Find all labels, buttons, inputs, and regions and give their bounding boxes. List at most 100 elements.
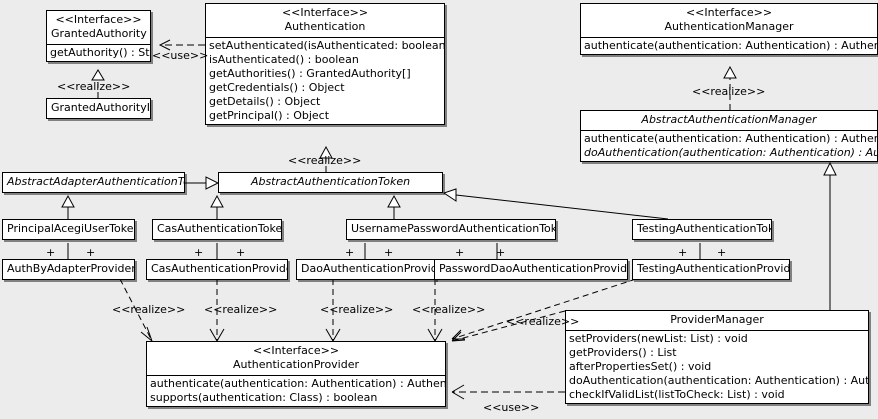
class-header: CasAuthenticationProvider xyxy=(147,260,287,279)
edge-label-use-grantedauthority: <<use>> xyxy=(152,49,209,62)
class-header: DaoAuthenticationProvider xyxy=(297,260,435,279)
class-name: AbstractAuthenticationManager xyxy=(641,113,817,126)
compartment-divider xyxy=(206,37,444,38)
class-authentication[interactable]: <<Interface>> Authentication setAuthenti… xyxy=(205,3,445,125)
class-abstract-adapter-authentication-token[interactable]: AbstractAdapterAuthenticationToken xyxy=(2,172,185,193)
edge-testingauthenticationtoken-extends-abstractauthenticationtoken xyxy=(442,188,669,220)
operations-compartment: authenticate(authentication: Authenticat… xyxy=(147,376,445,406)
edge-abstractadaptertoken-extends-abstractauthenticationtoken xyxy=(185,176,220,190)
edge-principalacegiusertoken-extends-abstractadaptertoken xyxy=(61,194,75,219)
class-password-dao-authentication-provider[interactable]: PasswordDaoAuthenticationProvider xyxy=(434,259,628,280)
operation: getProviders() : List xyxy=(569,346,677,359)
association-marker-visibility: + xyxy=(86,246,96,259)
class-header: AbstractAuthenticationManager xyxy=(581,111,877,130)
class-name: Authentication xyxy=(284,20,366,33)
class-header: ProviderManager xyxy=(566,311,868,330)
class-name: DaoAuthenticationProvider xyxy=(301,262,436,275)
class-header: TestingAuthenticationProvider xyxy=(633,260,789,279)
class-header: PrincipalAcegiUserToken xyxy=(3,220,134,239)
class-name: AbstractAuthenticationToken xyxy=(250,175,411,188)
class-name: AuthByAdapterProvider xyxy=(7,262,135,275)
operation: checkIfValidList(listToCheck: List) : vo… xyxy=(569,388,785,401)
class-header: AbstractAdapterAuthenticationToken xyxy=(3,173,184,192)
class-header: <<Interface>> AuthenticationProvider xyxy=(147,342,445,375)
compartment-divider xyxy=(147,375,445,376)
class-stereotype: <<Interface>> xyxy=(252,344,340,357)
class-username-password-authentication-token[interactable]: UsernamePasswordAuthenticationToken xyxy=(346,219,556,240)
class-stereotype: <<Interface>> xyxy=(281,6,369,19)
edge-label-use-providermanager: <<use>> xyxy=(483,401,540,414)
class-name: CasAuthenticationToken xyxy=(157,222,282,235)
operation: authenticate(authentication: Authenticat… xyxy=(584,39,877,52)
class-cas-authentication-provider[interactable]: CasAuthenticationProvider xyxy=(146,259,288,280)
association-marker-visibility: + xyxy=(345,246,355,259)
operation: getDetails() : Object xyxy=(209,95,321,108)
association-marker-visibility: + xyxy=(46,246,56,259)
operations-compartment: setProviders(newList: List) : void getPr… xyxy=(566,331,868,403)
operations-compartment: getAuthority() : String xyxy=(47,45,150,61)
class-header: GrantedAuthorityImpl xyxy=(47,99,150,118)
class-stereotype: <<Interface>> xyxy=(55,13,142,26)
class-authentication-manager[interactable]: <<Interface>> AuthenticationManager auth… xyxy=(580,3,878,55)
operations-compartment: setAuthenticated(isAuthenticated: boolea… xyxy=(206,38,444,124)
class-header: <<Interface>> AuthenticationManager xyxy=(581,4,877,37)
class-name: GrantedAuthority xyxy=(51,27,147,40)
class-name: PasswordDaoAuthenticationProvider xyxy=(439,262,628,275)
operations-compartment: authenticate(authentication: Authenticat… xyxy=(581,131,877,161)
class-abstract-authentication-manager[interactable]: AbstractAuthenticationManager authentica… xyxy=(580,110,878,162)
class-header: PasswordDaoAuthenticationProvider xyxy=(435,260,627,279)
operation: setAuthenticated(isAuthenticated: boolea… xyxy=(209,39,445,52)
association-marker-visibility: + xyxy=(236,246,246,259)
class-name: ProviderManager xyxy=(670,313,764,326)
class-name: GrantedAuthorityImpl xyxy=(51,101,150,114)
class-authentication-provider[interactable]: <<Interface>> AuthenticationProvider aut… xyxy=(146,341,446,407)
edge-label-realize-dao: <<realize>> xyxy=(320,303,394,316)
class-name: UsernamePasswordAuthenticationToken xyxy=(351,222,556,235)
class-abstract-authentication-token[interactable]: AbstractAuthenticationToken xyxy=(218,172,443,193)
association-marker-visibility: + xyxy=(717,246,727,259)
operation: doAuthentication(authentication: Authent… xyxy=(584,146,877,159)
class-name: CasAuthenticationProvider xyxy=(151,262,288,275)
edge-label-realize-grantedauthorityimpl: <<realize>> xyxy=(57,80,131,93)
compartment-divider xyxy=(47,44,150,45)
class-header: AbstractAuthenticationToken xyxy=(219,173,442,192)
class-cas-authentication-token[interactable]: CasAuthenticationToken xyxy=(152,219,282,240)
edge-providermanager-uses-authenticationprovider xyxy=(451,384,565,400)
operation: getAuthority() : String xyxy=(50,46,150,59)
association-marker-visibility: + xyxy=(455,246,465,259)
edge-label-realize-authbyadapter: <<realize>> xyxy=(112,303,186,316)
class-header: <<Interface>> Authentication xyxy=(206,4,444,37)
operation: doAuthentication(authentication: Authent… xyxy=(569,374,869,387)
class-auth-by-adapter-provider[interactable]: AuthByAdapterProvider xyxy=(2,259,135,280)
class-provider-manager[interactable]: ProviderManager setProviders(newList: Li… xyxy=(565,310,869,404)
edge-label-realize-cas: <<realize>> xyxy=(204,303,278,316)
class-granted-authority[interactable]: <<Interface>> GrantedAuthority getAuthor… xyxy=(46,10,151,62)
association-marker-visibility: + xyxy=(496,246,506,259)
class-name: TestingAuthenticationToken xyxy=(637,222,771,235)
compartment-divider xyxy=(581,130,877,131)
operation: authenticate(authentication: Authenticat… xyxy=(150,377,445,390)
edge-usernamepasswordtoken-extends-abstractauthenticationtoken xyxy=(387,194,401,219)
compartment-divider xyxy=(581,37,877,38)
class-testing-authentication-token[interactable]: TestingAuthenticationToken xyxy=(632,219,772,240)
operation: setProviders(newList: List) : void xyxy=(569,332,748,345)
class-header: CasAuthenticationToken xyxy=(153,220,281,239)
edge-label-realize-passworddao: <<realize>> xyxy=(412,303,486,316)
compartment-divider xyxy=(566,330,868,331)
class-testing-authentication-provider[interactable]: TestingAuthenticationProvider xyxy=(632,259,790,280)
class-name: AbstractAdapterAuthenticationToken xyxy=(7,175,184,188)
class-name: PrincipalAcegiUserToken xyxy=(7,222,135,235)
class-dao-authentication-provider[interactable]: DaoAuthenticationProvider xyxy=(296,259,436,280)
edge-casauthenticationtoken-extends-abstractauthenticationtoken xyxy=(210,194,224,219)
edge-label-realize-abstractauthenticationtoken: <<realize>> xyxy=(288,154,362,167)
edge-label-realize-abstractauthenticationmanager: <<realize>> xyxy=(692,85,766,98)
class-granted-authority-impl[interactable]: GrantedAuthorityImpl xyxy=(46,98,151,119)
operation: getPrincipal() : Object xyxy=(209,109,330,122)
operation: afterPropertiesSet() : void xyxy=(569,360,712,373)
association-marker-visibility: + xyxy=(194,246,204,259)
class-stereotype: <<Interface>> xyxy=(685,6,773,19)
operation: isAuthenticated() : boolean xyxy=(209,53,359,66)
class-header: <<Interface>> GrantedAuthority xyxy=(47,11,150,44)
class-principal-acegi-user-token[interactable]: PrincipalAcegiUserToken xyxy=(2,219,135,240)
